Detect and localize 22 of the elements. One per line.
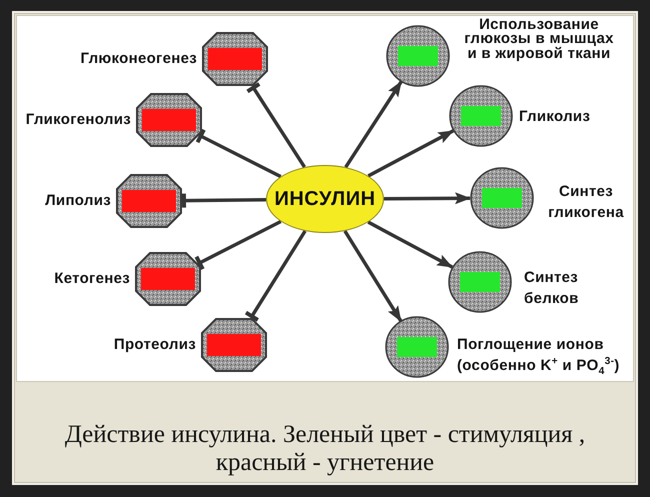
process-label: Синтез белков xyxy=(524,268,580,309)
process-label: Поглощение ионов (особенно K$^{+}$ и PO$_{4}$$^{3-}$) xyxy=(457,335,621,376)
arrow xyxy=(343,230,402,322)
process-label: Кетогенез xyxy=(54,270,130,288)
arrow xyxy=(344,80,403,168)
inhibition-line xyxy=(194,220,282,270)
process-label: Синтез гликогена xyxy=(547,182,625,223)
inhibition-line xyxy=(244,230,307,322)
process-label: Гликолиз xyxy=(519,107,590,127)
inhibition-line xyxy=(246,82,306,168)
process-label: Гликогенолиз xyxy=(26,111,131,129)
arrow xyxy=(367,129,454,178)
arrow xyxy=(384,192,471,204)
process-label: Липолиз xyxy=(45,192,111,210)
node-label: ИНСУЛИН xyxy=(274,188,376,210)
process-label: Использование глюкозы в мышцах и в жировой ткани xyxy=(463,18,615,61)
inhibition-line xyxy=(196,128,282,178)
process-label: Глюконеогенез xyxy=(80,50,197,68)
caption: Действие инсулина. Зеленый цвет - стимуляция , красный - угнетение xyxy=(64,421,586,477)
inhibition-line xyxy=(182,194,266,208)
arrow xyxy=(367,220,454,269)
process-label: Протеолиз xyxy=(114,336,196,354)
